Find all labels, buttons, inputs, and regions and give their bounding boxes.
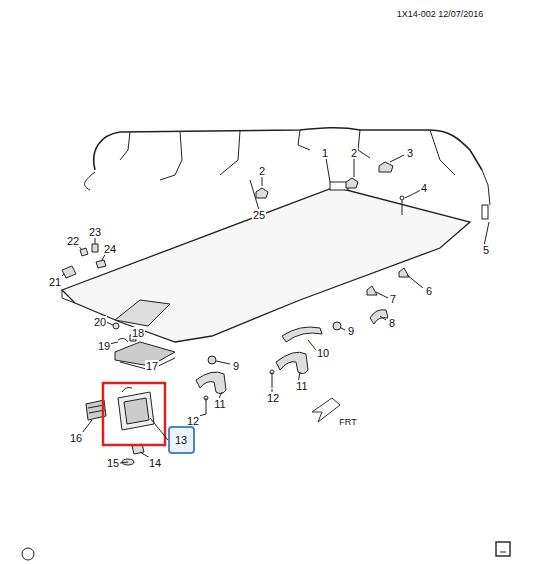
callout-number: 24 (103, 243, 117, 255)
callout-number: 13 (175, 434, 187, 446)
callout-number: 23 (88, 226, 102, 238)
callout-number: 14 (148, 457, 162, 469)
callout-number: 8 (388, 317, 396, 329)
callout-number: 18 (131, 327, 145, 339)
callout-number: 7 (389, 293, 397, 305)
callout-number: 25 (252, 209, 266, 221)
callout-number: 6 (425, 285, 433, 297)
callout-number: 3 (406, 147, 414, 159)
callout-number: 22 (66, 235, 80, 247)
callout-number: 12 (266, 392, 280, 404)
callout-number: 10 (316, 347, 330, 359)
callout-number: 19 (97, 340, 111, 352)
callout-box: 13 (168, 426, 195, 454)
callout-number: 2 (258, 165, 266, 177)
callout-number: 21 (48, 276, 62, 288)
callout-number: 9 (232, 360, 240, 372)
callout-number: 11 (213, 398, 226, 410)
direction-label: FRT (338, 416, 357, 428)
callout-number: 16 (69, 432, 83, 444)
callout-number: 11 (295, 380, 308, 392)
drawing-id: 1X14-002 12/07/2016 (396, 8, 485, 20)
callout-number: 1 (321, 147, 329, 159)
callout-number: 9 (347, 325, 355, 337)
callout-number: 15 (106, 457, 120, 469)
callout-number: 20 (93, 316, 107, 328)
callout-number: 4 (420, 182, 428, 194)
callout-number: 5 (482, 244, 490, 256)
callout-number: 17 (145, 360, 159, 372)
callout-number: 2 (350, 147, 358, 159)
